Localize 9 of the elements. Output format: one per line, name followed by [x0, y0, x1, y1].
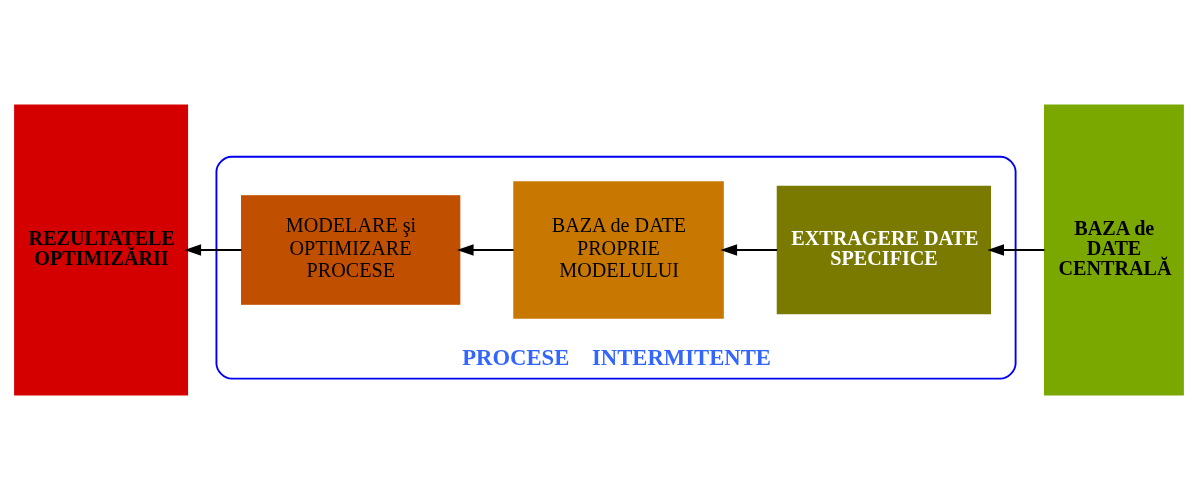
- arrow: [987, 244, 1045, 256]
- node-box: BAZA de DATE PROPRIE MODELULUI: [513, 181, 724, 319]
- node-box: BAZA de DATE CENTRALĂ: [1043, 104, 1184, 396]
- arrow: [184, 244, 242, 256]
- arrow: [456, 244, 514, 256]
- node-box: MODELARE şi OPTIMIZARE PROCESE: [241, 195, 461, 305]
- node-box: EXTRAGERE DATE SPECIFICE: [776, 185, 991, 315]
- node-box: REZULTATELE OPTIMIZĂRII: [14, 104, 189, 396]
- arrow: [720, 244, 778, 256]
